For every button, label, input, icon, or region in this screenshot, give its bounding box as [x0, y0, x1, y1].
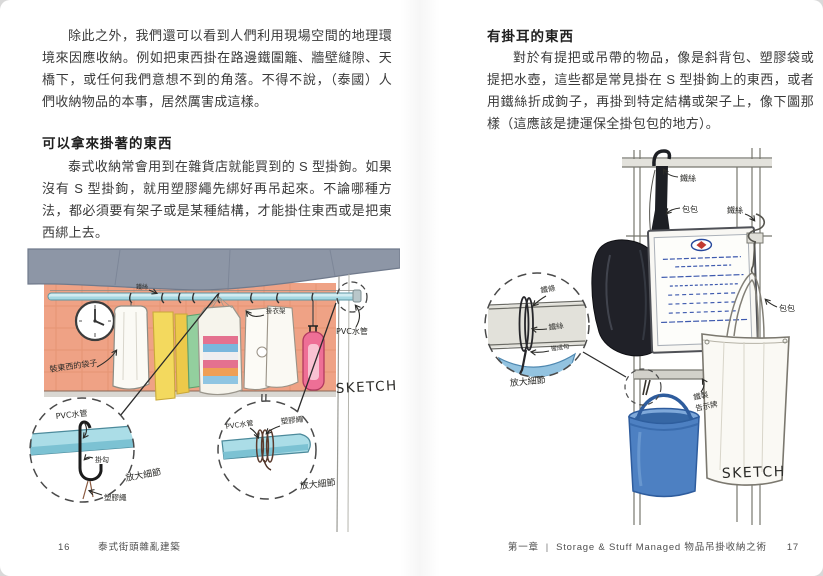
detail-circle-wire: 鐵條 鐵絲 彎成勾 放大細節	[484, 272, 590, 389]
sketch-label: SKETCH	[335, 378, 398, 397]
book-title: 泰式街頭雜亂建築	[98, 542, 181, 553]
right-section-paragraph: 對於有提把或吊帶的物品，像是斜背包、塑膠袋或提把水壺，這些都是常見掛在 S 型掛…	[487, 50, 814, 131]
sign-label-line2: 告示牌	[694, 398, 719, 413]
wall-post	[336, 275, 340, 533]
chapter-title: Storage & Stuff Managed 物品吊掛收納之術	[556, 542, 767, 553]
metal-sign-board	[646, 226, 760, 354]
left-footer: 16 泰式街頭雜亂建築	[58, 539, 181, 553]
detail-wire-label: 鐵絲	[548, 320, 565, 332]
strap-bag-label: 包包	[682, 204, 698, 214]
garment-covers	[243, 305, 299, 391]
chapter-number: 第一章	[507, 542, 539, 553]
detail-pointer-line	[115, 293, 219, 422]
right-section-heading: 有掛耳的東西	[487, 29, 574, 44]
left-intro-paragraph: 除此之外，我們還可以看到人們利用現場空間的地理環境來因應收納。例如把東西掛在路邊…	[42, 28, 392, 109]
wall-clock	[74, 300, 116, 342]
detail-bar-label: 鐵條	[540, 282, 557, 295]
wire-right-label: 鐵絲	[727, 205, 743, 215]
hanging-clothes	[152, 311, 204, 401]
roof	[27, 248, 400, 291]
right-footer: 第一章 | Storage & Stuff Managed 物品吊掛收納之術 1…	[508, 539, 799, 553]
detail1-hook-label: 掛勾	[95, 455, 109, 464]
blue-bucket	[628, 379, 700, 498]
left-section-heading: 可以拿來掛著的東西	[42, 136, 173, 151]
left-section-paragraph: 泰式收納常會用到在雜貨店就能買到的 S 型掛鉤。如果沒有 S 型掛鉤，就用塑膠繩…	[42, 159, 392, 240]
detail2-pvc-label: PVC水管	[225, 418, 254, 431]
plastic-bag-with-clothes	[197, 296, 243, 396]
mrt-logo	[690, 238, 713, 252]
white-tote-bag	[701, 272, 790, 486]
wall-post	[347, 273, 350, 533]
detail-circle-rope: PVC水管 塑膠繩 放大細節	[217, 400, 336, 500]
detail1-rope-label: 塑膠繩	[104, 492, 127, 502]
hanging-garment-bag	[112, 302, 150, 390]
detail-bent-hook-label: 彎成勾	[550, 342, 569, 353]
wire-label: 鐵絲	[136, 283, 148, 291]
wire-top-label: 鐵絲	[680, 173, 696, 183]
pvc-pipe-label: PVC水管	[336, 326, 368, 336]
detail2-rope-label: 塑膠繩	[280, 414, 304, 426]
detail-pointer-line	[296, 302, 337, 414]
detail-pointer-line	[582, 351, 627, 378]
detail-zoom-label: 放大細節	[509, 374, 546, 389]
sign-thai-text-lines	[661, 256, 748, 324]
detail2-zoom-label: 放大細節	[299, 476, 336, 492]
page-gutter	[400, 0, 440, 576]
hanger-label: 掛衣架	[266, 306, 286, 315]
pvc-rail	[47, 289, 362, 303]
sketch-label: SKETCH	[722, 464, 786, 482]
tote-bag-label: 包包	[779, 303, 795, 313]
detail1-pvc-label: PVC水管	[55, 408, 88, 421]
hook-dashed-circle	[624, 368, 662, 406]
rail-end-dashed-circle	[336, 281, 368, 313]
fire-extinguisher	[302, 301, 325, 391]
right-page-illustration: 鐵條 鐵絲 彎成勾 放大細節 鐵絲 包包 鐵絲 鐵製 告示牌 包包 SKETCH	[484, 148, 795, 525]
left-page-illustration: PVC水管 掛勾 放大細節 塑膠繩 PVC水管 塑膠繩 放大細節	[27, 248, 400, 533]
left-page-number: 16	[58, 542, 71, 553]
right-page-number: 17	[786, 542, 799, 553]
sign-label-line1: 鐵製	[692, 389, 709, 402]
detail-circle-hook: PVC水管 掛勾 放大細節 塑膠繩	[29, 397, 162, 503]
footer-separator: |	[545, 542, 550, 553]
